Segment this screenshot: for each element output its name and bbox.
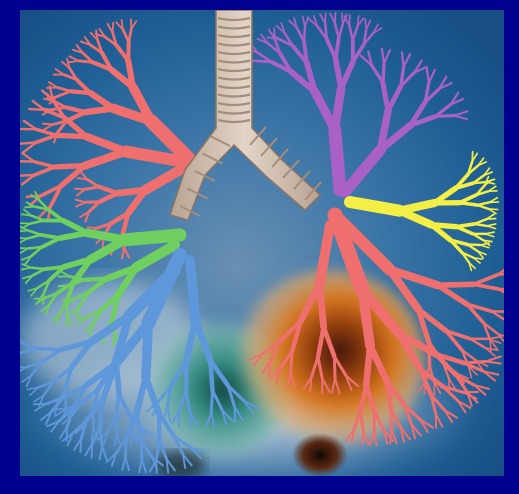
bronchial-tree-illustration [20, 10, 504, 476]
illustration-panel [20, 10, 504, 476]
endoscopic-view-dark [292, 433, 348, 476]
